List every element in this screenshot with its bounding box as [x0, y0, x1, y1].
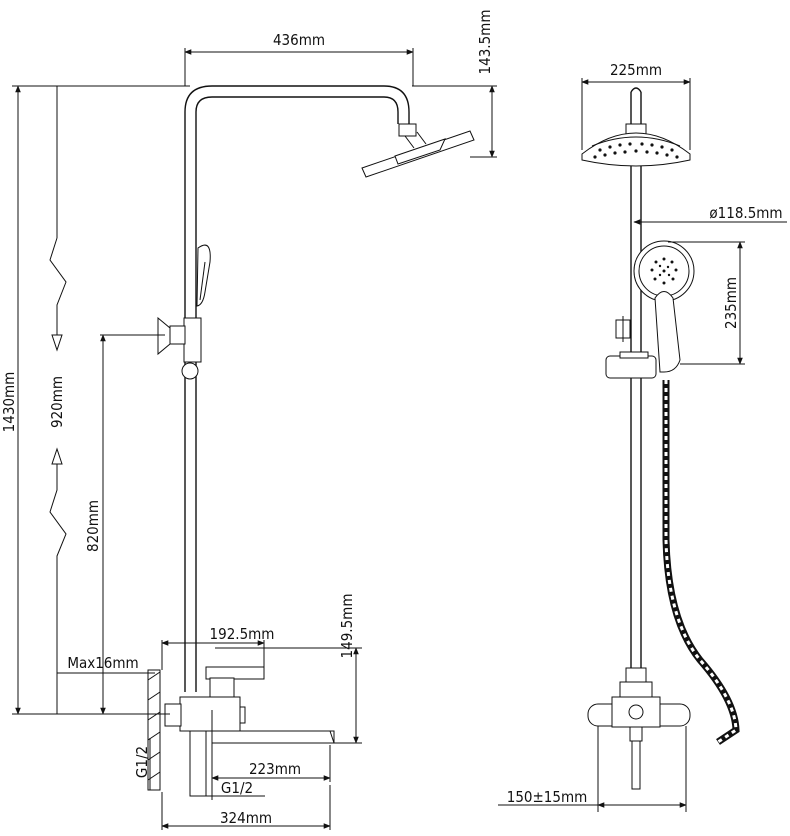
label-total-width: 324mm [220, 809, 272, 827]
dimension-labels: 436mm 143.5mm 225mm ø118.5mm 235mm 1430m… [0, 10, 783, 827]
label-thread-left: G1/2 [133, 746, 151, 778]
label-total-height: 1430mm [0, 372, 18, 433]
side-view [147, 85, 475, 800]
label-thread-bottom: G1/2 [221, 779, 253, 797]
label-hand-length: 235mm [722, 277, 740, 329]
label-head-diameter: 225mm [610, 61, 662, 79]
wall-section [147, 669, 161, 791]
label-mid-height: 920mm [48, 376, 66, 428]
mixer-side [164, 666, 335, 797]
rain-head-side [361, 130, 475, 178]
label-spout-length: 223mm [249, 760, 301, 778]
front-dimension-lines [498, 78, 787, 812]
label-holder-height: 820mm [84, 500, 102, 552]
side-dimension-lines [12, 48, 497, 830]
hand-shower-front [605, 240, 695, 379]
label-center-spacing: 150±15mm [507, 788, 588, 806]
label-mixer-width: 192.5mm [210, 625, 275, 643]
label-top-width: 436mm [273, 31, 325, 49]
label-top-drop: 143.5mm [476, 10, 494, 75]
label-wall-max: Max16mm [67, 654, 138, 672]
rain-head-front [581, 123, 691, 167]
front-view [581, 87, 740, 790]
label-hand-diameter: ø118.5mm [709, 204, 782, 222]
label-mixer-height: 149.5mm [338, 594, 356, 659]
hose [662, 380, 740, 745]
hand-shower-side [157, 244, 211, 380]
mixer-front [587, 667, 691, 790]
